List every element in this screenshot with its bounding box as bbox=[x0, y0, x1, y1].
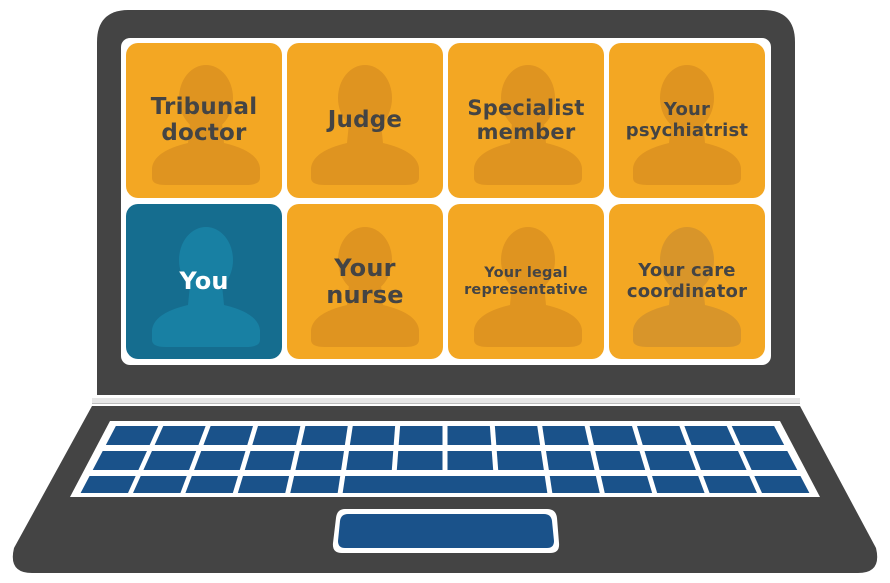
keyboard-key[interactable] bbox=[237, 476, 290, 493]
keyboard-key[interactable] bbox=[346, 451, 394, 470]
participant-tile-you[interactable]: You bbox=[126, 204, 282, 359]
keyboard-key[interactable] bbox=[133, 476, 187, 493]
person-silhouette-icon bbox=[474, 65, 582, 185]
keyboard-key[interactable] bbox=[652, 476, 705, 493]
keyboard-key[interactable] bbox=[105, 426, 159, 445]
keyboard-key[interactable] bbox=[342, 476, 548, 493]
keyboard-key[interactable] bbox=[80, 476, 136, 493]
person-silhouette-icon bbox=[474, 227, 582, 347]
participant-label: You bbox=[179, 267, 229, 296]
keyboard-key[interactable] bbox=[731, 426, 785, 445]
person-silhouette-icon bbox=[152, 227, 260, 347]
keyboard-key[interactable] bbox=[396, 451, 443, 470]
keyboard-key[interactable] bbox=[743, 451, 798, 470]
keyboard-key[interactable] bbox=[295, 451, 344, 470]
keyboard-keys bbox=[80, 426, 810, 493]
keyboard-key[interactable] bbox=[693, 451, 747, 470]
person-silhouette-icon bbox=[311, 227, 419, 347]
keyboard-key[interactable] bbox=[252, 426, 301, 445]
person-silhouette-icon bbox=[633, 65, 741, 185]
keyboard-key[interactable] bbox=[194, 451, 246, 470]
keyboard-key[interactable] bbox=[143, 451, 197, 470]
keyboard-key[interactable] bbox=[244, 451, 295, 470]
keyboard-key[interactable] bbox=[92, 451, 147, 470]
keyboard-key[interactable] bbox=[290, 476, 341, 493]
person-silhouette-icon bbox=[311, 65, 419, 185]
keyboard-key[interactable] bbox=[185, 476, 238, 493]
keyboard-key[interactable] bbox=[542, 426, 589, 445]
keyboard-key[interactable] bbox=[447, 451, 494, 470]
participant-label: Judge bbox=[327, 106, 403, 133]
keyboard-key[interactable] bbox=[154, 426, 206, 445]
laptop-hinge bbox=[92, 398, 800, 403]
keyboard-key[interactable] bbox=[549, 476, 600, 493]
keyboard-key[interactable] bbox=[589, 426, 638, 445]
keyboard-key[interactable] bbox=[684, 426, 736, 445]
keyboard-key[interactable] bbox=[496, 451, 544, 470]
keyboard-key[interactable] bbox=[644, 451, 696, 470]
keyboard-key[interactable] bbox=[301, 426, 348, 445]
keyboard-key[interactable] bbox=[447, 426, 492, 445]
keyboard-key[interactable] bbox=[546, 451, 595, 470]
keyboard-key[interactable] bbox=[203, 426, 253, 445]
participant-tile-judge[interactable]: Judge bbox=[287, 43, 443, 198]
keyboard-key[interactable] bbox=[600, 476, 653, 493]
keyboard-key[interactable] bbox=[595, 451, 646, 470]
keyboard-key[interactable] bbox=[349, 426, 396, 445]
keyboard-key[interactable] bbox=[637, 426, 687, 445]
keyboard-key[interactable] bbox=[754, 476, 810, 493]
keyboard-key[interactable] bbox=[494, 426, 541, 445]
person-silhouette-icon bbox=[633, 227, 741, 347]
keyboard-key[interactable] bbox=[703, 476, 757, 493]
person-silhouette-icon bbox=[152, 65, 260, 185]
keyboard-key[interactable] bbox=[398, 426, 443, 445]
